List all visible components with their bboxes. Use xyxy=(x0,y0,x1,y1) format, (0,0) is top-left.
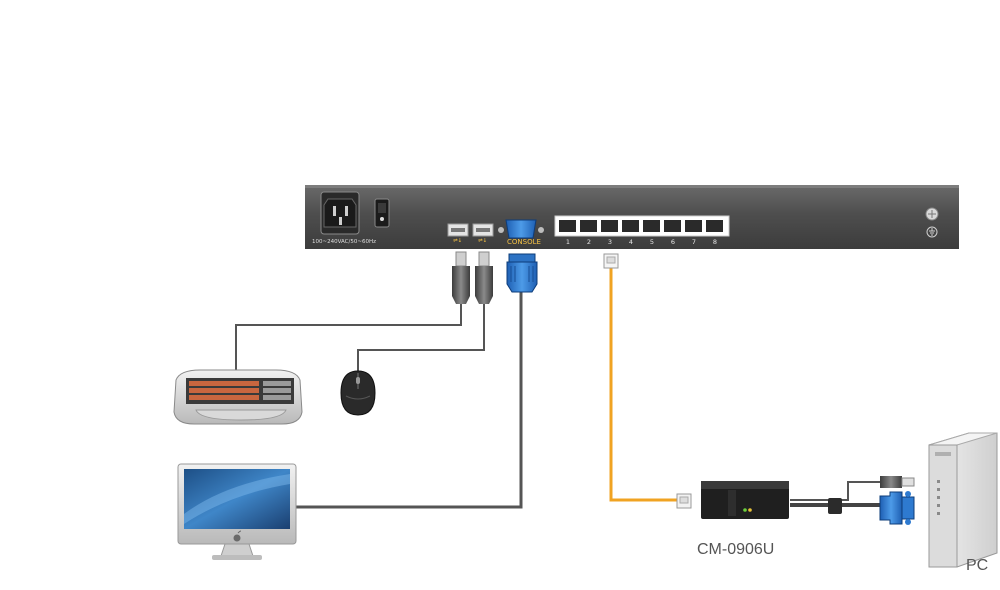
usb-symbol-label: ⇌↓ xyxy=(453,238,463,244)
usb-plug-icon xyxy=(452,251,493,304)
usb-plug-icon xyxy=(880,476,915,488)
kvm-switch-icon xyxy=(305,185,959,249)
monitor-icon xyxy=(177,463,297,560)
mouse-cable xyxy=(357,303,485,372)
adapter-label: CM-0906U xyxy=(697,541,775,558)
keyboard-icon xyxy=(173,369,303,425)
console-label: CONSOLE xyxy=(507,238,541,246)
vga-console-port-icon xyxy=(498,219,544,239)
port-number: 6 xyxy=(670,238,676,246)
port-number: 4 xyxy=(628,238,634,246)
pc-tower-icon xyxy=(928,432,998,568)
power-switch-icon xyxy=(374,198,390,228)
usb-port-icon xyxy=(447,223,494,237)
port-number: 7 xyxy=(691,238,697,246)
power-inlet-icon xyxy=(320,191,360,235)
port-number: 8 xyxy=(712,238,718,246)
port-number: 3 xyxy=(607,238,613,246)
rj45-port-bank xyxy=(554,215,730,237)
usb-symbol-label: ⇌↓ xyxy=(478,238,488,244)
port-number: 5 xyxy=(649,238,655,246)
power-rating-label: 100~240VAC/50~60Hz xyxy=(312,239,377,245)
port-number: 2 xyxy=(586,238,592,246)
keyboard-cable xyxy=(235,303,462,372)
vga-plug-icon xyxy=(879,491,915,525)
port-number: 1 xyxy=(565,238,571,246)
ferrite-bead xyxy=(828,498,842,514)
pc-label: PC xyxy=(966,557,989,574)
kvm-adapter-icon xyxy=(676,481,789,519)
cat5-cable xyxy=(609,268,678,502)
monitor-cable xyxy=(296,292,523,509)
ground-icon xyxy=(925,207,939,238)
rj45-plug-icon xyxy=(603,253,619,269)
vga-plug-icon xyxy=(506,253,538,293)
adapter-usb-cable xyxy=(790,481,880,501)
apple-logo-icon xyxy=(233,530,242,542)
mouse-icon xyxy=(340,370,376,416)
